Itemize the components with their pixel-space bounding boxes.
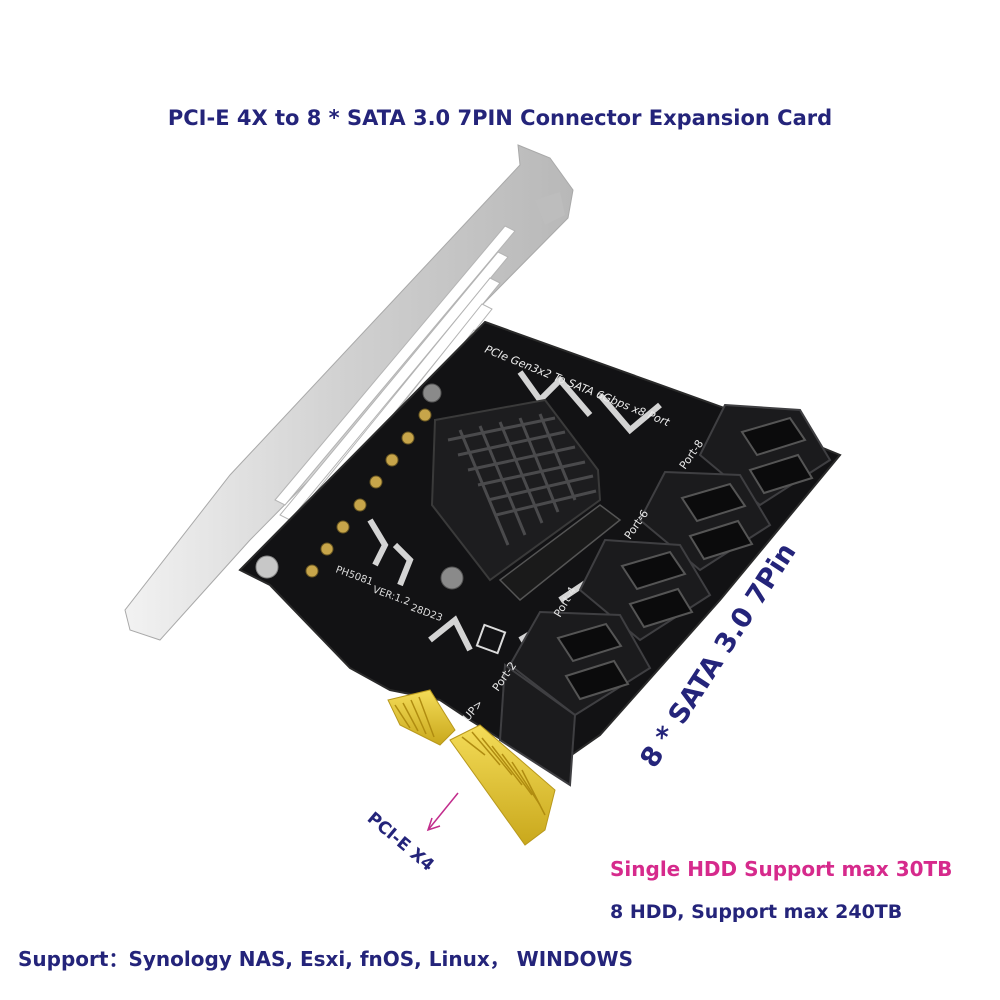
silk-square bbox=[475, 623, 507, 655]
standoff-screw-icon bbox=[440, 566, 464, 590]
heatsink bbox=[430, 398, 602, 582]
sata-port-pair bbox=[508, 610, 652, 717]
os-support-line: Support：Synology NAS, Esxi, fnOS, Linux，… bbox=[18, 947, 633, 971]
single-hdd-capacity: Single HDD Support max 30TB bbox=[610, 857, 953, 881]
onboard-slot bbox=[498, 504, 622, 602]
bracket-screw-icon bbox=[255, 555, 279, 579]
product-title: PCI-E 4X to 8 * SATA 3.0 7PIN Connector … bbox=[167, 106, 833, 130]
standoff-screw-icon bbox=[422, 383, 442, 403]
total-hdd-capacity: 8 HDD, Support max 240TB bbox=[610, 901, 903, 923]
pcie-pointer-arrow bbox=[426, 792, 459, 832]
status-leds bbox=[305, 408, 432, 578]
sata-connectors bbox=[498, 403, 832, 787]
pcie-x4-connector bbox=[387, 689, 556, 846]
